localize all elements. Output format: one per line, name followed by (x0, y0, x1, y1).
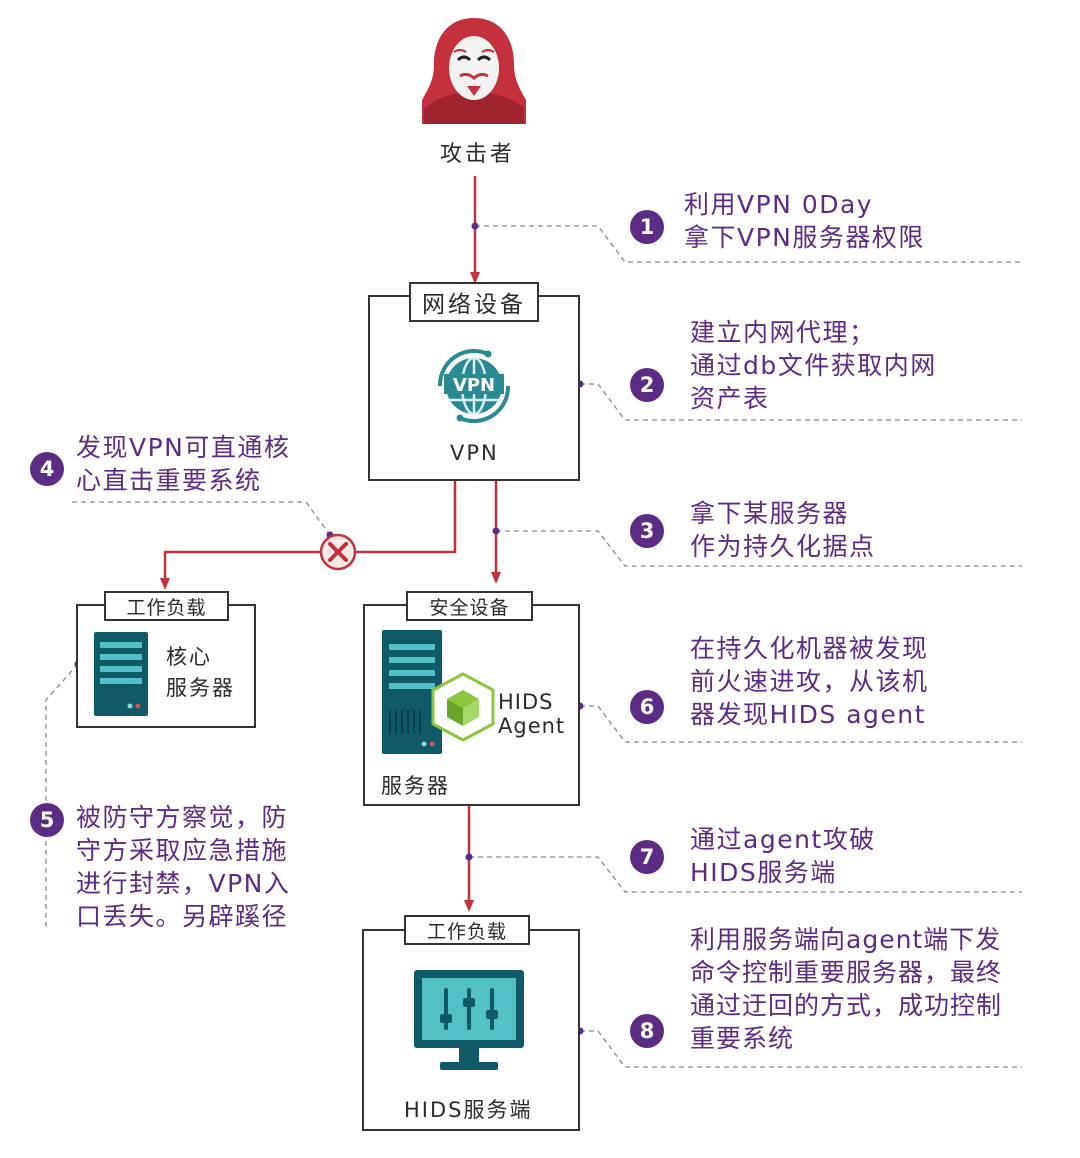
anchor-dot (492, 527, 500, 535)
step-4-text: 发现VPN可直通核 心直击重要系统 (76, 433, 291, 495)
vpn-device-label: VPN (450, 441, 499, 465)
hacker-icon (422, 18, 526, 124)
leader-step-1 (475, 225, 1022, 263)
step-1-text: 利用VPN 0Day 拿下VPN服务器权限 (684, 190, 925, 252)
step-badge-2: 2 (630, 368, 664, 402)
leader-step-8 (580, 1030, 1022, 1068)
step-7-text: 通过agent攻破 HIDS服务端 (690, 825, 876, 887)
vpn-globe-icon: VPN (437, 348, 511, 424)
vpn-logo-text: VPN (453, 375, 495, 396)
network-device-title: 网络设备 (409, 282, 539, 322)
monitor-settings-icon (414, 970, 524, 1070)
step-8-text: 利用服务端向agent端下发 命令控制重要服务器，最终 通过迂回的方式，成功控制… (690, 925, 1003, 1053)
leader-step-2 (580, 383, 1022, 421)
step-badge-1: 1 (630, 210, 664, 244)
core-workload-title: 工作负载 (104, 591, 229, 621)
step-badge-6: 6 (630, 690, 664, 724)
step-badge-5: 5 (30, 803, 64, 837)
security-server-label: 服务器 (381, 774, 450, 798)
leader-step-7 (469, 856, 1022, 893)
arrow-vpn-to-core (160, 481, 457, 590)
leader-step-6 (580, 705, 1022, 743)
server-icon (94, 632, 148, 716)
attacker-label: 攻击者 (440, 142, 516, 167)
security-device-title: 安全设备 (406, 591, 533, 621)
step-6-text: 在持久化机器被发现 前火速进攻，从该机 器发现HIDS agent (690, 634, 929, 729)
hids-server-label: HIDS服务端 (404, 1098, 533, 1122)
anchor-dot (471, 222, 479, 230)
step-3-text: 拿下某服务器 作为持久化据点 (690, 499, 876, 561)
step-2-text: 建立内网代理； 通过db文件获取内网 资产表 (690, 318, 937, 413)
hids-agent-cube-icon (431, 672, 495, 742)
step-badge-8: 8 (630, 1014, 664, 1048)
leader-step-4 (72, 501, 331, 536)
blocked-x-icon (319, 533, 357, 571)
step-badge-7: 7 (630, 840, 664, 874)
step-badge-3: 3 (630, 514, 664, 548)
anchor-dot (465, 853, 473, 861)
step-5-text: 被防守方察觉，防 守方采取应急措施 进行封禁，VPN入 口丢失。另辟蹊径 (76, 803, 291, 931)
core-server-label: 核心 服务器 (166, 645, 235, 700)
leader-step-5 (45, 663, 79, 930)
leader-step-3 (496, 530, 1022, 567)
hids-agent-label: HIDS Agent (498, 690, 566, 738)
hids-workload-title: 工作负载 (404, 915, 530, 945)
step-badge-4: 4 (30, 452, 64, 486)
server-tower-icon (382, 630, 442, 754)
